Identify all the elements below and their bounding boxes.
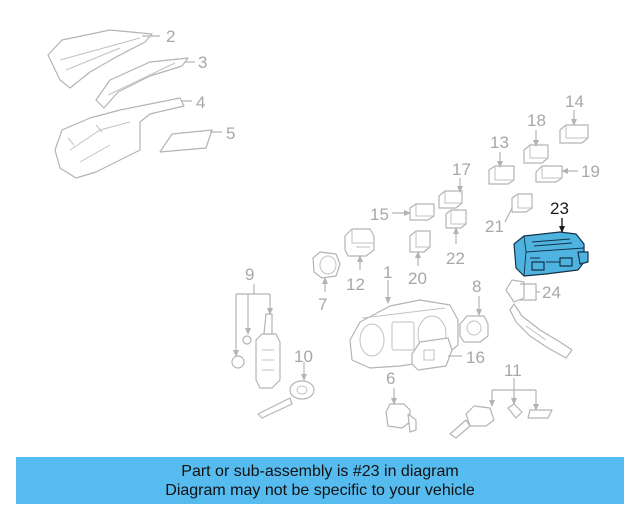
caption-banner: Part or sub-assembly is #23 in diagram D… [16,457,624,504]
part-number-12: 12 [346,275,365,294]
part-14-drawing [559,124,589,144]
part-23-highlighted-module [513,231,589,277]
part-18-drawing [523,144,549,164]
part-number-16: 16 [466,348,485,367]
part-4-drawing [54,97,185,179]
part-number-24: 24 [542,283,561,302]
part-number-19: 19 [581,162,600,181]
part-number-1: 1 [383,263,392,282]
part-number-21: 21 [485,217,504,236]
part-number-17: 17 [452,160,471,179]
part-number-9: 9 [245,265,254,284]
part-5-drawing [159,129,213,153]
part-number-10: 10 [294,347,313,366]
part-number-15: 15 [370,205,389,224]
part-17-drawing [438,190,463,209]
part-number-11: 11 [504,361,522,380]
part-6-drawing [385,403,417,433]
part-7-drawing [312,251,341,279]
part-number-6: 6 [386,369,395,388]
part-number-5: 5 [226,124,235,143]
part-12-drawing [344,228,375,257]
part-16-drawing [411,337,453,371]
part-number-23: 23 [550,199,569,218]
part-number-18: 18 [527,111,546,130]
part-number-20: 20 [408,269,427,288]
part-number-14: 14 [565,92,584,111]
part-20-drawing [409,230,431,253]
part-24-drawing [505,279,573,359]
part-number-13: 13 [490,133,509,152]
part-9-drawing [231,313,281,389]
part-number-2: 2 [166,27,175,46]
part-21-drawing [511,193,533,213]
part-2-drawing [47,29,153,89]
part-3-drawing [95,57,189,109]
leader-11 [491,378,537,410]
leader-9 [235,284,271,356]
part-number-7: 7 [318,295,327,314]
part-11-drawing [449,403,553,439]
part-19-drawing [535,165,563,183]
part-number-22: 22 [446,249,465,268]
parts-diagram: 2 3 4 5 14 18 13 1 [47,27,600,439]
part-number-8: 8 [472,277,481,296]
part-13-drawing [488,165,515,185]
part-number-4: 4 [196,93,205,112]
leader-21 [504,207,513,223]
part-15-drawing [409,203,435,221]
caption-line-1: Part or sub-assembly is #23 in diagram [181,462,459,480]
part-number-3: 3 [198,53,207,72]
part-8-drawing [459,315,489,343]
part-22-drawing [445,209,467,229]
caption-line-2: Diagram may not be specific to your vehi… [165,481,475,499]
part-10-drawing [257,380,315,419]
